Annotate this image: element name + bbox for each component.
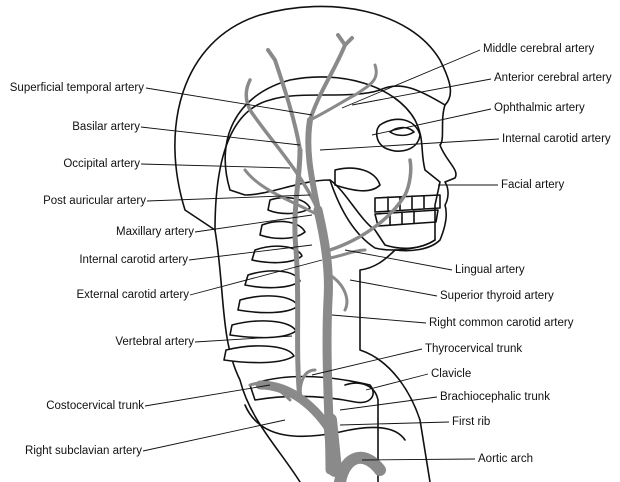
superior-thyroid-vessel xyxy=(328,273,349,312)
hair-outline xyxy=(174,5,452,231)
orbit-outline xyxy=(375,118,421,152)
brachiocephalic-vessel xyxy=(323,413,342,477)
label-aortic-arch: Aortic arch xyxy=(478,453,533,465)
label-clavicle: Clavicle xyxy=(431,368,472,380)
eye-outline xyxy=(389,126,415,137)
label-occipital-artery: Occipital artery xyxy=(63,158,140,170)
upper-teeth xyxy=(374,194,441,213)
label-vertebral-artery: Vertebral artery xyxy=(115,336,194,348)
label-right-common-carotid-artery: Right common carotid artery xyxy=(429,317,574,329)
label-costocervical-trunk: Costocervical trunk xyxy=(46,400,144,412)
lower-teeth xyxy=(374,209,439,227)
lingual-vessel xyxy=(328,248,367,260)
label-external-carotid-artery: External carotid artery xyxy=(76,289,190,301)
anterior-cerebral-vessel xyxy=(308,63,378,122)
basilar-vessel xyxy=(266,48,302,152)
label-superior-thyroid-artery: Superior thyroid artery xyxy=(440,290,554,302)
label-superficial-temporal-artery: Superficial temporal artery xyxy=(9,82,144,94)
label-brachiocephalic-trunk: Brachiocephalic trunk xyxy=(440,391,550,403)
neck-back-outline xyxy=(214,229,301,482)
mandible-outline xyxy=(329,179,436,251)
facial-vessel xyxy=(328,158,413,252)
label-basilar-artery: Basilar artery xyxy=(72,121,140,133)
leader-lines xyxy=(140,49,500,461)
label-internal-carotid-artery-left: Internal carotid artery xyxy=(79,254,188,266)
label-middle-cerebral-artery: Middle cerebral artery xyxy=(483,43,595,55)
label-right-subclavian-artery: Right subclavian artery xyxy=(25,445,142,457)
label-ophthalmic-artery: Ophthalmic artery xyxy=(494,102,585,114)
label-first-rib: First rib xyxy=(452,416,491,428)
label-lingual-artery: Lingual artery xyxy=(455,264,525,276)
cheekbone-outline xyxy=(334,167,381,192)
label-thyrocervical-trunk: Thyrocervical trunk xyxy=(425,343,523,355)
thyrocervical-vessel xyxy=(298,368,317,397)
sternum-outline xyxy=(344,382,379,482)
vertebral-vessel xyxy=(292,147,303,403)
internal-carotid-vessel xyxy=(305,117,321,213)
face-outline xyxy=(359,104,457,482)
label-maxillary-artery: Maxillary artery xyxy=(116,226,194,238)
label-anterior-cerebral-artery: Anterior cerebral artery xyxy=(494,72,612,84)
superficial-temporal-vessel xyxy=(244,78,320,212)
first-rib-outline xyxy=(244,404,406,441)
label-internal-carotid-artery-right: Internal carotid artery xyxy=(502,133,611,145)
label-post-auricular-artery: Post auricular artery xyxy=(43,195,146,207)
middle-cerebral-vessel xyxy=(308,33,354,122)
label-facial-artery: Facial artery xyxy=(501,179,565,191)
occipital-vessel xyxy=(243,168,320,217)
aortic-arch-vessel xyxy=(334,451,386,482)
